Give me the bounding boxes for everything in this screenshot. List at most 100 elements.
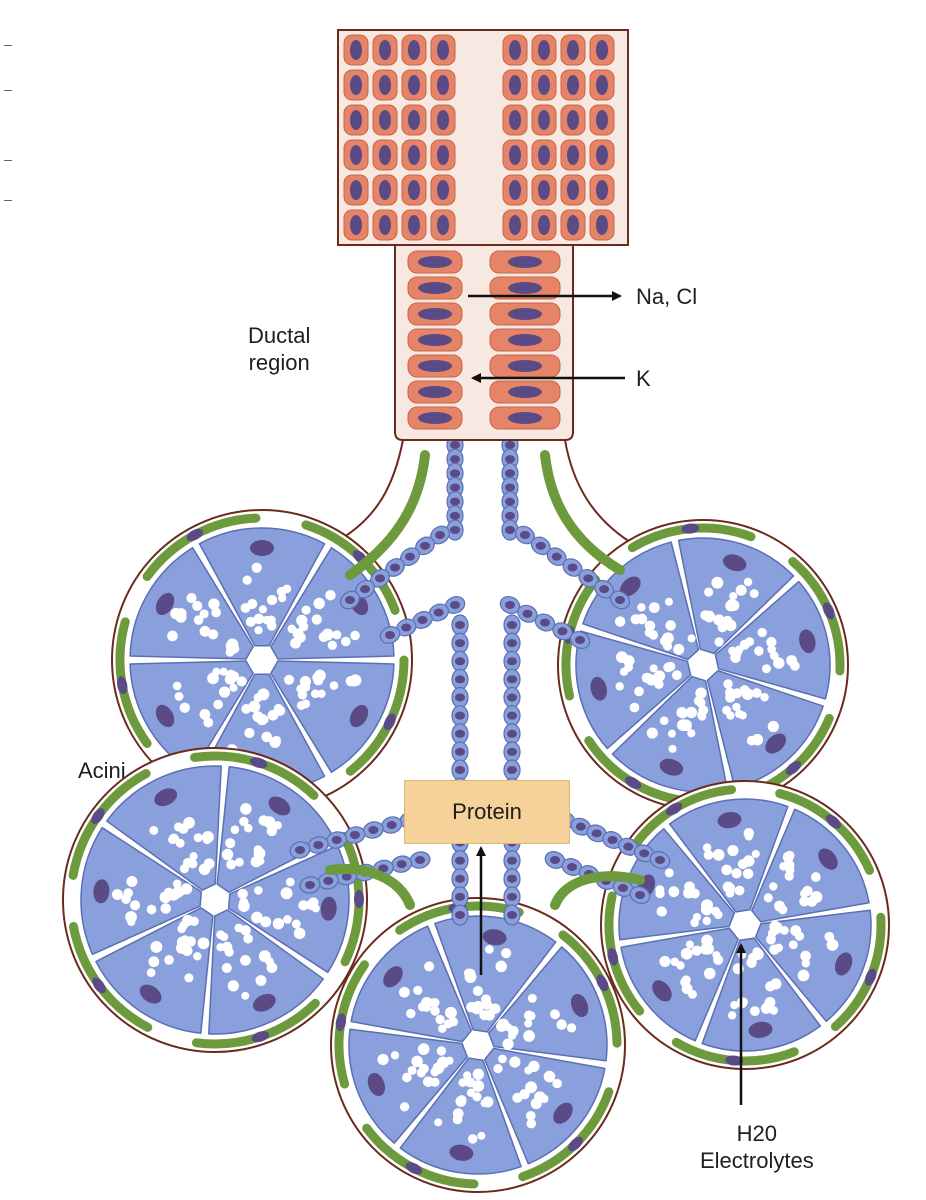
intercalated-cell-nucleus [507, 675, 517, 683]
secretory-granule [183, 817, 195, 829]
intercalated-cell-nucleus [558, 627, 568, 635]
secretory-granule [701, 899, 713, 911]
secretory-granule [772, 926, 781, 935]
secretory-granule [711, 577, 723, 589]
secretory-granule [226, 860, 236, 870]
secretory-granule [528, 994, 537, 1003]
acinus [63, 748, 367, 1052]
secretory-granule [341, 637, 351, 647]
intercalated-cell-nucleus [618, 884, 628, 892]
secretory-granule [325, 590, 335, 600]
secretory-granule [630, 703, 640, 713]
secretory-granule [225, 947, 234, 956]
edge-mark [4, 200, 12, 201]
secretory-granule [296, 615, 307, 626]
secretory-granule [556, 1019, 566, 1029]
secretory-granule [752, 949, 763, 960]
secretory-granule [408, 1066, 417, 1075]
secretory-granule [247, 601, 255, 609]
secretory-granule [769, 1006, 778, 1015]
intercalated-cell-nucleus [455, 766, 465, 774]
secretory-granule [422, 1002, 431, 1011]
acinus [601, 781, 889, 1069]
intercalated-cell-nucleus [568, 564, 578, 572]
secretory-granule [267, 595, 277, 605]
intercalated-cell-nucleus [655, 856, 665, 864]
secretory-granule [669, 745, 677, 753]
intercalated-cell-nucleus [295, 846, 305, 854]
intercalated-cell-nucleus [387, 821, 397, 829]
striated-duct [395, 245, 573, 440]
secretory-granule [188, 859, 197, 868]
striated-duct-nucleus [508, 282, 542, 294]
secretory-granule [668, 886, 679, 897]
secretory-granule [244, 728, 254, 738]
secretory-granule [690, 889, 700, 899]
excretory-duct-nucleus [437, 215, 449, 235]
secretory-granule [202, 831, 214, 843]
secretory-granule [811, 872, 821, 882]
secretory-granule [308, 897, 318, 907]
intercalated-cell-nucleus [397, 860, 407, 868]
secretory-granule [174, 822, 183, 831]
secretory-granule [713, 955, 723, 965]
secretory-granule [160, 891, 172, 903]
secretory-granule [482, 1096, 493, 1107]
intercalated-cell-nucleus [401, 624, 411, 632]
secretory-granule [173, 682, 182, 691]
secretory-granule [704, 850, 714, 860]
secretory-granule [234, 924, 243, 933]
secretory-granule [435, 1015, 444, 1024]
intercalated-cell-nucleus [368, 826, 378, 834]
acinar-nucleus [250, 540, 274, 556]
intercalated-cell-nucleus [305, 881, 315, 889]
intercalated-cell-nucleus [505, 469, 515, 477]
gland-outline [330, 440, 640, 548]
secretory-granule [703, 611, 715, 623]
secretory-granule [752, 850, 760, 858]
intercalated-cell-nucleus [455, 657, 465, 665]
intercalated-cell-nucleus [507, 712, 517, 720]
intercalated-cell-nucleus [520, 531, 530, 539]
secretory-granule [752, 688, 762, 698]
secretory-granule [194, 615, 204, 625]
excretory-duct-nucleus [538, 215, 550, 235]
secretory-granule [798, 970, 810, 982]
secretory-granule [112, 889, 123, 900]
secretory-granule [468, 1134, 477, 1143]
intercalated-cell-nucleus [505, 512, 515, 520]
intercalated-cell-nucleus [450, 455, 460, 463]
intercalated-cell-nucleus [450, 512, 460, 520]
secretory-granule [430, 1068, 439, 1077]
intercalated-cell-nucleus [507, 748, 517, 756]
secretory-granule [176, 839, 185, 848]
intercalated-cell-nucleus [455, 694, 465, 702]
secretory-granule [238, 889, 248, 899]
striated-duct-nucleus [418, 334, 452, 346]
acini-label: Acini [78, 757, 126, 784]
ductal-label-line2: region [248, 349, 310, 376]
secretory-granule [235, 858, 244, 867]
secretory-granule [332, 630, 341, 639]
secretory-granule [673, 644, 684, 655]
excretory-duct-nucleus [538, 145, 550, 165]
intercalated-cell-nucleus [523, 610, 533, 618]
intercalated-cell-nucleus [455, 621, 465, 629]
intercalated-cell-nucleus [455, 675, 465, 683]
secretory-granule [240, 803, 251, 814]
secretory-granule [744, 578, 752, 586]
striated-duct-nucleus [418, 308, 452, 320]
secretory-granule [728, 1011, 736, 1019]
intercalated-cell-nucleus [507, 766, 517, 774]
secretory-granule [301, 699, 310, 708]
intercalated-cell-nucleus [599, 585, 609, 593]
secretory-granule [246, 617, 256, 627]
secretory-granule [406, 1009, 415, 1018]
intercalated-cell-nucleus [450, 469, 460, 477]
secretory-granule [473, 986, 483, 996]
secretory-granule [457, 1095, 466, 1104]
excretory-duct-nucleus [437, 110, 449, 130]
secretory-granule [220, 933, 228, 941]
h2o-label-line2: Electrolytes [700, 1147, 814, 1174]
